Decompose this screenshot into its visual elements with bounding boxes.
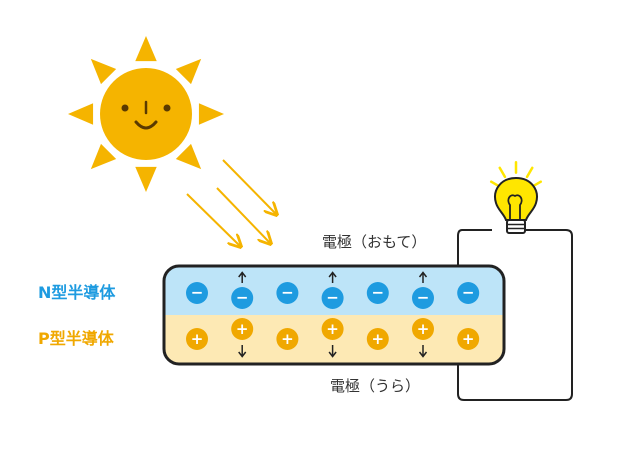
electron-sign: −: [326, 289, 339, 307]
electron-icon: −: [457, 282, 480, 304]
arrow-up-icon: [238, 271, 247, 283]
hole-sign: +: [236, 320, 249, 338]
front-electrode-label: 電極（おもて）: [322, 233, 427, 251]
bulb-glow-line: [525, 166, 534, 179]
bulb-glow: [489, 160, 543, 189]
electron-icon: −: [321, 287, 344, 309]
arrow-down-icon: [238, 345, 247, 358]
hole-circle: [186, 328, 208, 350]
electron-icon: −: [412, 287, 434, 309]
hole-icon: +: [366, 328, 389, 350]
hole-icon: +: [231, 318, 254, 340]
hole-sign: +: [372, 330, 385, 348]
electron-circle: [321, 287, 344, 309]
light-ray-icon: [186, 193, 240, 246]
hole-circle: [276, 328, 299, 350]
electron-sign: −: [281, 284, 294, 302]
hole-sign: +: [191, 330, 204, 348]
sun-ray: [90, 58, 117, 85]
electron-circle: [186, 282, 208, 304]
sun-rays: [68, 36, 224, 192]
bulb-filament: [507, 194, 523, 219]
light-ray-icon: [216, 187, 270, 243]
arrow-down-icon: [418, 345, 428, 358]
hole-icon: +: [321, 318, 344, 340]
arrow-up-icon: [328, 271, 337, 283]
solar-cell: − − − − − − − + + + + + + +: [162, 264, 506, 366]
hole-sign: +: [326, 320, 339, 338]
electron-sign: −: [191, 284, 204, 302]
electron-sign: −: [417, 289, 430, 307]
sun-ray: [175, 58, 202, 85]
sun-ray: [135, 166, 157, 192]
hole-icon: +: [186, 328, 208, 350]
electron-circle: [276, 282, 299, 304]
light-ray-icon: [222, 159, 276, 214]
sun-eye-left: [121, 104, 129, 112]
arrow-down-icon: [328, 345, 337, 358]
electron-icon: −: [231, 287, 254, 309]
hole-icon: +: [457, 328, 480, 350]
arrow-up-icon: [418, 271, 428, 283]
circuit-wire: [457, 229, 573, 401]
carriers: − − − − − − − + + + + + + +: [186, 271, 480, 358]
hole-icon: +: [276, 328, 299, 350]
sun-ray: [135, 36, 157, 62]
bulb-glow-line: [498, 166, 507, 179]
back-electrode-label: 電極（うら）: [330, 377, 421, 395]
hole-circle: [457, 328, 480, 350]
electron-circle: [366, 282, 389, 304]
electron-circle: [457, 282, 480, 304]
electron-icon: −: [366, 282, 389, 304]
sun-ray: [175, 143, 202, 170]
electron-sign: −: [372, 284, 385, 302]
light-rays: [186, 159, 276, 246]
cell-outline: [162, 264, 506, 366]
electron-circle: [412, 287, 434, 309]
sun-ray: [68, 103, 94, 125]
electron-sign: −: [236, 289, 249, 307]
sun-eye-right: [163, 104, 171, 112]
hole-sign: +: [281, 330, 294, 348]
hole-circle: [366, 328, 389, 350]
sun-ray: [198, 103, 224, 125]
electron-icon: −: [276, 282, 299, 304]
bulb-glass: [494, 176, 538, 221]
hole-sign: +: [462, 330, 475, 348]
hole-sign: +: [417, 320, 430, 338]
light-bulb-icon: [489, 160, 543, 234]
hole-circle: [321, 318, 344, 340]
sun-icon: [68, 36, 224, 192]
hole-circle: [231, 318, 254, 340]
n-semiconductor-label: N型半導体: [38, 283, 116, 302]
sun-mouth: [134, 120, 158, 130]
sun-face: [121, 100, 171, 130]
bulb-base: [506, 219, 526, 234]
p-semiconductor-label: P型半導体: [38, 329, 114, 348]
hole-circle: [412, 318, 434, 340]
electron-sign: −: [462, 284, 475, 302]
electron-circle: [231, 287, 254, 309]
hole-icon: +: [412, 318, 434, 340]
electron-icon: −: [186, 282, 208, 304]
sun-ray: [90, 143, 117, 170]
